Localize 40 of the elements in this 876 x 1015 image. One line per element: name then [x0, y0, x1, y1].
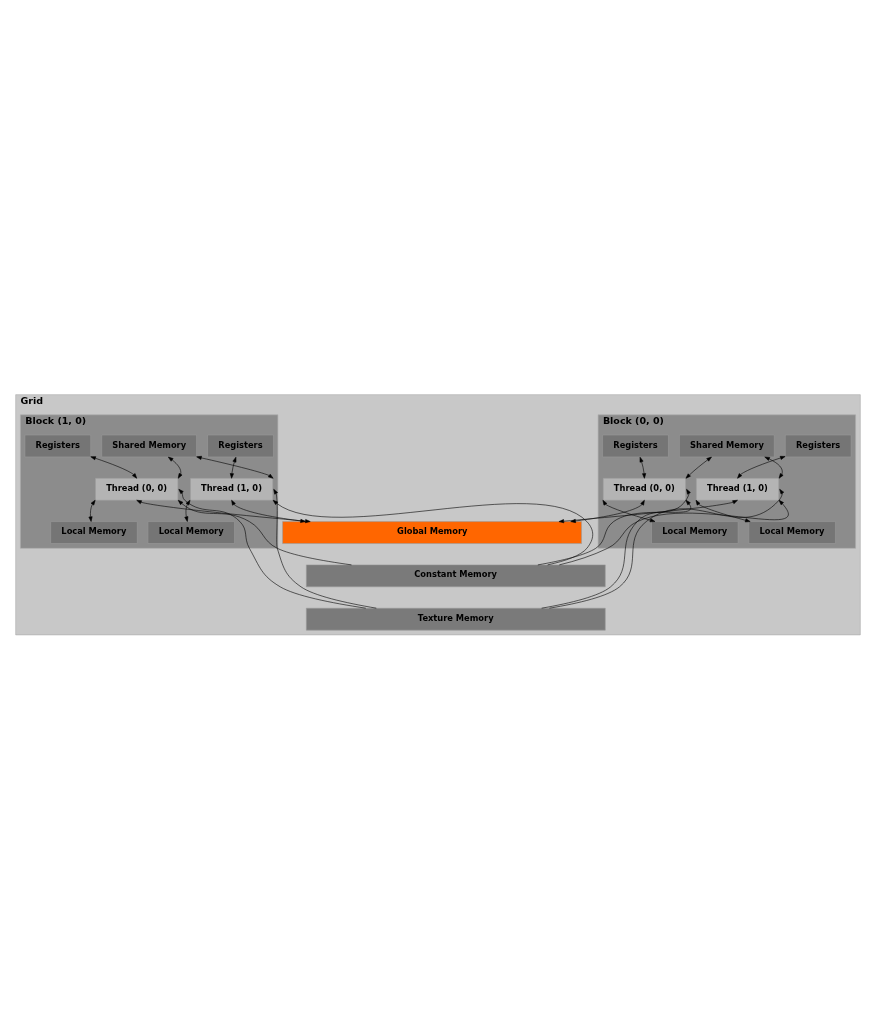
arrow [570, 499, 645, 523]
node-box: Local Memory [651, 520, 739, 544]
arrow [196, 455, 274, 479]
arrow [178, 488, 367, 608]
node-box: Registers [602, 434, 669, 457]
arrow [184, 499, 191, 522]
node-box: Thread (1, 0) [190, 477, 274, 501]
arrow [88, 499, 96, 522]
node-box: Registers [785, 434, 852, 457]
node-box: Texture Memory [306, 607, 606, 630]
node-box: Thread (0, 0) [602, 477, 686, 501]
arrow [229, 456, 237, 479]
arrow [559, 499, 789, 565]
arrow [558, 499, 738, 523]
node-box: Constant Memory [306, 564, 606, 587]
arrow [764, 456, 784, 479]
node-box: Registers [24, 434, 91, 457]
arrow [168, 456, 183, 479]
arrow [90, 455, 137, 479]
node-box: Shared Memory [679, 434, 775, 457]
arrow [231, 499, 306, 523]
node-box: Shared Memory [101, 434, 197, 457]
node-box: Thread (0, 0) [95, 477, 179, 501]
arrow [272, 499, 593, 565]
node-box: Registers [207, 434, 274, 457]
node-box: Local Memory [50, 520, 138, 544]
arrow [273, 488, 377, 608]
arrow [639, 456, 647, 479]
node-box: Local Memory [748, 520, 836, 544]
arrow [136, 499, 311, 523]
node-box: Local Memory [147, 520, 235, 544]
node-box: Thread (1, 0) [696, 477, 780, 501]
arrow [602, 499, 656, 522]
arrow [685, 456, 712, 479]
arrow [549, 488, 785, 608]
arrow [537, 499, 692, 565]
arrow [737, 455, 786, 479]
arrow [177, 499, 352, 565]
arrow [541, 488, 691, 608]
arrow [695, 499, 751, 522]
